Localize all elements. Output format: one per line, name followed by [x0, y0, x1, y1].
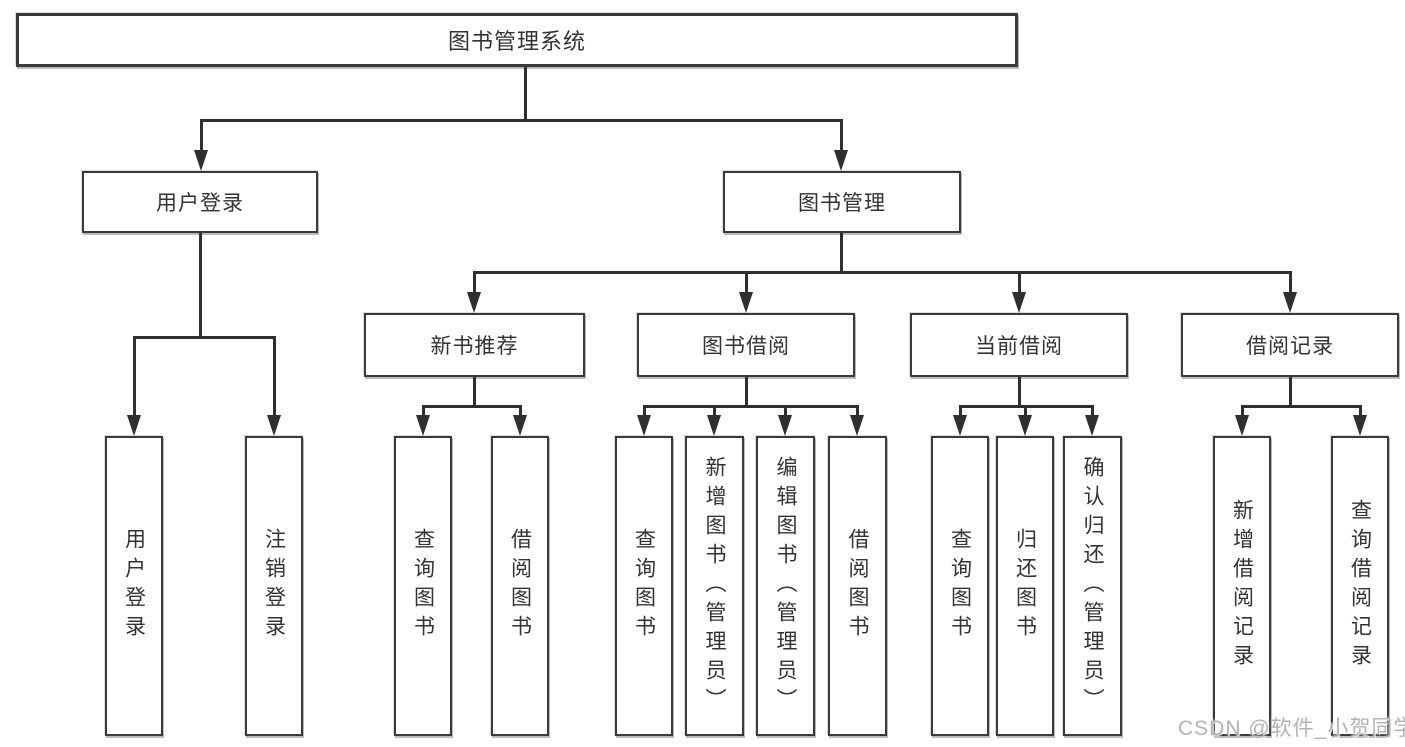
- leaf-query-book-borrow: 查询图书: [615, 436, 673, 736]
- leaf-query-book-recommend: 查询图书: [394, 436, 452, 736]
- connector-line: [133, 336, 276, 339]
- arrow-down-icon: [1012, 292, 1026, 313]
- connector-line: [1018, 271, 1021, 295]
- leaf-user-login: 用户登录: [105, 436, 163, 736]
- leaf-query-book-current: 查询图书: [931, 436, 989, 736]
- connector-line: [519, 405, 522, 418]
- connector-line: [422, 405, 522, 408]
- arrow-down-icon: [1353, 415, 1367, 436]
- node-label: 借阅图书: [846, 528, 869, 644]
- node-current-borrow: 当前借阅: [910, 313, 1128, 377]
- node-label: 借阅记录: [1246, 335, 1334, 358]
- connector-line: [200, 119, 843, 122]
- node-label: 查询借阅记录: [1348, 499, 1372, 673]
- connector-line: [200, 119, 203, 153]
- leaf-return-book: 归还图书: [996, 436, 1054, 736]
- node-book-borrow: 图书借阅: [637, 313, 855, 377]
- connector-line: [273, 336, 276, 418]
- connector-line: [1241, 405, 1362, 408]
- connector-line: [959, 405, 962, 418]
- arrow-down-icon: [467, 292, 481, 313]
- connector-line: [1289, 377, 1292, 408]
- arrow-down-icon: [1283, 292, 1297, 313]
- connector-line: [713, 405, 716, 418]
- arrow-down-icon: [739, 292, 753, 313]
- arrow-down-icon: [1235, 415, 1249, 436]
- node-new-book-recommend: 新书推荐: [364, 313, 585, 377]
- connector-line: [856, 405, 859, 418]
- arrow-down-icon: [834, 150, 848, 171]
- watermark-text: CSDN @软件_小贺同学: [1178, 717, 1405, 740]
- node-label: 查询图书: [948, 528, 972, 644]
- node-label: 用户登录: [156, 192, 244, 215]
- node-label: 新书推荐: [430, 335, 519, 358]
- connector-line: [745, 377, 748, 408]
- leaf-add-borrow-record: 新增借阅记录: [1213, 436, 1271, 736]
- node-label: 图书管理系统: [447, 29, 586, 54]
- connector-line: [1024, 405, 1027, 418]
- connector-line: [1091, 405, 1094, 418]
- node-label: 图书管理: [798, 192, 886, 215]
- leaf-logout: 注销登录: [245, 436, 303, 736]
- leaf-borrow-book: 借阅图书: [828, 436, 887, 736]
- node-label: 当前借阅: [975, 335, 1063, 358]
- connector-line: [199, 233, 202, 339]
- connector-line: [473, 271, 1292, 274]
- connector-line: [473, 377, 476, 408]
- connector-line: [840, 119, 843, 153]
- arrow-down-icon: [778, 415, 792, 436]
- connector-line: [643, 405, 859, 408]
- connector-line: [1289, 271, 1292, 295]
- node-label: 查询图书: [632, 528, 656, 644]
- connector-line: [643, 405, 646, 418]
- node-label: 归还图书: [1013, 528, 1037, 644]
- arrow-down-icon: [267, 415, 281, 436]
- arrow-down-icon: [1085, 415, 1099, 436]
- arrow-down-icon: [850, 415, 864, 436]
- connector-line: [1241, 405, 1244, 418]
- connector-line: [473, 271, 476, 295]
- node-label: 确认归还（管理员）: [1081, 455, 1104, 717]
- leaf-confirm-return-admin: 确认归还（管理员）: [1063, 436, 1122, 736]
- leaf-edit-book-admin: 编辑图书（管理员）: [756, 436, 815, 736]
- arrow-down-icon: [513, 415, 527, 436]
- node-label: 新增借阅记录: [1230, 499, 1254, 673]
- arrow-down-icon: [1018, 415, 1032, 436]
- connector-line: [524, 67, 527, 122]
- arrow-down-icon: [416, 415, 430, 436]
- node-user-login: 用户登录: [82, 171, 318, 233]
- leaf-borrow-book-recommend: 借阅图书: [491, 436, 549, 736]
- connector-line: [784, 405, 787, 418]
- leaf-add-book-admin: 新增图书（管理员）: [685, 436, 744, 736]
- node-library-management-system: 图书管理系统: [16, 13, 1018, 67]
- arrow-down-icon: [127, 415, 141, 436]
- node-borrow-records: 借阅记录: [1181, 313, 1399, 377]
- arrow-down-icon: [707, 415, 721, 436]
- connector-line: [1018, 377, 1021, 408]
- arrow-down-icon: [953, 415, 967, 436]
- arrow-down-icon: [637, 415, 651, 436]
- arrow-down-icon: [194, 150, 208, 171]
- leaf-query-borrow-record: 查询借阅记录: [1331, 436, 1389, 736]
- node-label: 编辑图书（管理员）: [774, 455, 797, 717]
- node-label: 新增图书（管理员）: [703, 455, 726, 717]
- connector-line: [745, 271, 748, 295]
- connector-line: [422, 405, 425, 418]
- node-label: 借阅图书: [508, 528, 532, 644]
- connector-line: [1359, 405, 1362, 418]
- node-book-management: 图书管理: [723, 171, 961, 233]
- connector-line: [840, 233, 843, 274]
- node-label: 图书借阅: [702, 335, 790, 358]
- node-label: 查询图书: [411, 528, 435, 644]
- node-label: 注销登录: [262, 528, 286, 644]
- connector-line: [133, 336, 136, 418]
- node-label: 用户登录: [122, 528, 146, 644]
